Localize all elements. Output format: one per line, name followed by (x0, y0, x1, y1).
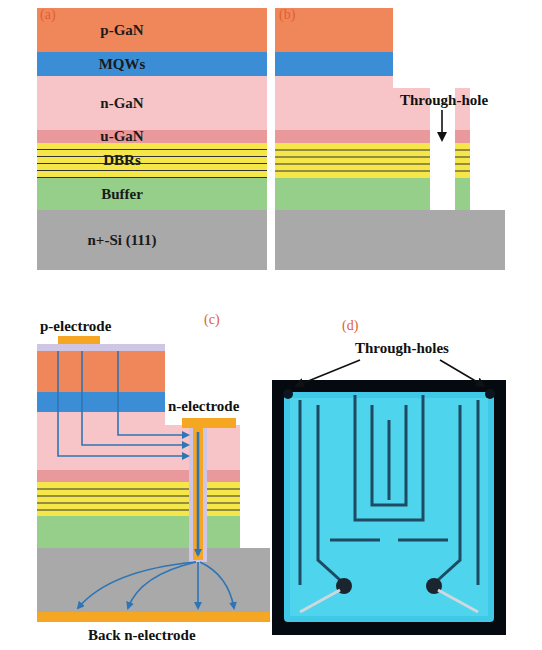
part-label: p-electrode (40, 318, 111, 335)
layer-name: p-GaN (100, 23, 143, 38)
part-label: (d) (342, 318, 358, 333)
layer-band: MQWs (37, 52, 267, 76)
device-cross-section (37, 336, 270, 622)
part-label: Back n-electrode (88, 627, 196, 644)
layer-band: Buffer (37, 178, 267, 210)
layer-name: n-GaN (100, 96, 143, 111)
layer-band: p-GaN (37, 8, 267, 52)
etched-stack (275, 8, 505, 270)
layer-band: DBRs (37, 143, 267, 178)
part-label: (c) (204, 312, 220, 327)
layer-name: DBRs (103, 153, 141, 168)
part-label: n-electrode (168, 398, 239, 415)
part-label: Through-holes (355, 340, 449, 357)
part-label: Through-hole (400, 92, 488, 109)
layer-name: u-GaN (100, 129, 143, 144)
part-label: (a) (40, 7, 56, 22)
layer-band: n-GaN (37, 76, 267, 130)
part-label: (b) (279, 7, 295, 22)
device-photo (272, 360, 506, 635)
layer-name: n+-Si (111) (88, 233, 157, 248)
layer-name: MQWs (99, 57, 146, 72)
layer-band: u-GaN (37, 130, 267, 143)
layer-band: n+-Si (111) (37, 210, 267, 270)
layer-name: Buffer (101, 187, 143, 202)
